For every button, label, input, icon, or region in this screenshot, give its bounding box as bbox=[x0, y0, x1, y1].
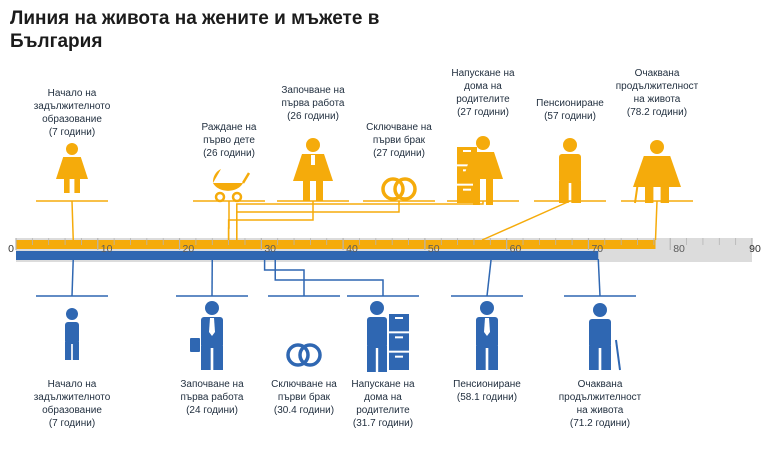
girl-icon bbox=[56, 143, 88, 193]
event-label-line: (71.2 години) bbox=[569, 418, 631, 429]
event-label: Раждане на първо дете (26 години) bbox=[169, 121, 289, 160]
event-label-line: Пенсиониране bbox=[453, 379, 521, 390]
man-with-boxes-icon bbox=[367, 301, 409, 372]
working-woman-icon bbox=[293, 138, 333, 201]
axis-tick-label: 30 bbox=[264, 243, 276, 255]
event-label-line: първо дете bbox=[203, 135, 255, 146]
event-label-line: (27 години) bbox=[373, 148, 425, 159]
event-label: Пенсиониране (58.1 години) bbox=[427, 378, 547, 404]
wedding-rings-icon bbox=[381, 177, 417, 201]
event-label-line: задължителното bbox=[33, 101, 111, 112]
men-connector bbox=[274, 259, 384, 296]
axis-tick-label: 0 bbox=[8, 243, 14, 255]
event-label: Очаквана продължителност на живота (71.2 го… bbox=[540, 378, 660, 430]
businessman-icon bbox=[190, 301, 223, 370]
event-label-line: (7 години) bbox=[48, 127, 96, 138]
event-label-line: на живота bbox=[576, 405, 624, 416]
event-label: Започване на първа работа (26 години) bbox=[253, 84, 373, 123]
event-label-line: (26 години) bbox=[287, 111, 339, 122]
retired-man-icon bbox=[476, 301, 498, 370]
men-connector bbox=[71, 258, 74, 297]
event-label-line: (30.4 години) bbox=[273, 405, 335, 416]
event-label: Очаквана продължителност на живота (78.2 го… bbox=[597, 67, 717, 119]
axis-tick-label: 80 bbox=[673, 243, 685, 255]
men-connector bbox=[486, 258, 492, 297]
axis-tick-label: 70 bbox=[591, 243, 603, 255]
event-label-line: Сключване на bbox=[271, 379, 337, 390]
event-label-line: първи брак bbox=[372, 135, 426, 146]
axis-tick-label: 20 bbox=[183, 243, 195, 255]
event-label: Пенсиониране (57 години) bbox=[510, 97, 630, 123]
axis-tick-label: 10 bbox=[101, 243, 113, 255]
event-label-line: (24 години) bbox=[186, 405, 238, 416]
event-label-line: Начало на bbox=[47, 379, 97, 390]
men-connector bbox=[597, 258, 601, 297]
event-label-line: образование bbox=[42, 114, 102, 125]
event-label-line: първа работа bbox=[281, 98, 345, 109]
event-label-line: родителите bbox=[356, 405, 410, 416]
women-connector bbox=[654, 200, 658, 241]
men-life-bar bbox=[16, 251, 599, 260]
event-label-line: (58.1 години) bbox=[456, 392, 518, 403]
elderly-man-icon bbox=[589, 303, 621, 371]
event-label-line: Сключване на bbox=[366, 122, 432, 133]
event-label-line: задължителното bbox=[33, 392, 111, 403]
event-label-line: дома на bbox=[364, 392, 402, 403]
event-label-line: Начало на bbox=[47, 88, 97, 99]
event-label-line: Започване на bbox=[281, 85, 345, 96]
event-label: Напускане на дома на родителите (27 години) bbox=[423, 67, 543, 119]
event-label-line: първа работа bbox=[180, 392, 244, 403]
event-label: Сключване на първи брак (27 години) bbox=[339, 121, 459, 160]
event-label-line: (7 години) bbox=[48, 418, 96, 429]
event-label-line: (78.2 години) bbox=[626, 107, 688, 118]
axis-tick-label: 90 bbox=[749, 243, 761, 255]
event-label-line: на живота bbox=[633, 94, 681, 105]
women-connector bbox=[236, 201, 484, 240]
event-label-line: дома на bbox=[464, 81, 502, 92]
event-label-line: (26 години) bbox=[203, 148, 255, 159]
baby-carriage-icon bbox=[212, 169, 251, 203]
women-life-bar bbox=[16, 240, 656, 249]
page-title: Линия на живота на жените и мъжете в Бъл… bbox=[10, 8, 380, 52]
event-label-line: Пенсиониране bbox=[536, 98, 604, 109]
women-connector bbox=[481, 200, 571, 241]
woman-with-boxes-icon bbox=[457, 136, 503, 205]
event-label-line: Очаквана bbox=[577, 379, 623, 390]
elderly-woman-icon bbox=[633, 140, 681, 204]
event-label-line: Започване на bbox=[180, 379, 244, 390]
event-label-line: родителите bbox=[456, 94, 510, 105]
event-label-line: Раждане на bbox=[201, 122, 257, 133]
event-label-line: продължителност bbox=[558, 392, 642, 403]
event-label-line: образование bbox=[42, 405, 102, 416]
event-label: Напускане на дома на родителите (31.7 годин… bbox=[323, 378, 443, 430]
axis-tick-label: 40 bbox=[346, 243, 358, 255]
event-label-line: първи брак bbox=[277, 392, 331, 403]
axis-tick-label: 50 bbox=[428, 243, 440, 255]
women-connector bbox=[71, 200, 74, 241]
event-label-line: продължителност bbox=[615, 81, 699, 92]
event-label-line: (27 години) bbox=[457, 107, 509, 118]
event-label: Начало на задължителното образование (7 год… bbox=[12, 87, 132, 139]
retired-woman-icon bbox=[559, 138, 581, 203]
event-label: Начало на задължителното образование (7 год… bbox=[12, 378, 132, 430]
event-label: Сключване на първи брак (30.4 години) bbox=[244, 378, 364, 417]
event-label-line: Напускане на bbox=[451, 68, 515, 79]
axis-tick-label: 60 bbox=[510, 243, 522, 255]
wedding-rings-icon bbox=[286, 343, 322, 367]
event-label-line: Напускане на bbox=[351, 379, 415, 390]
event-label-line: (31.7 години) bbox=[352, 418, 414, 429]
event-label: Започване на първа работа (24 години) bbox=[152, 378, 272, 417]
event-label-line: Очаквана bbox=[634, 68, 680, 79]
women-connector bbox=[227, 201, 314, 240]
boy-icon bbox=[65, 308, 79, 360]
event-label-line: (57 години) bbox=[544, 111, 596, 122]
men-connector bbox=[263, 259, 305, 296]
